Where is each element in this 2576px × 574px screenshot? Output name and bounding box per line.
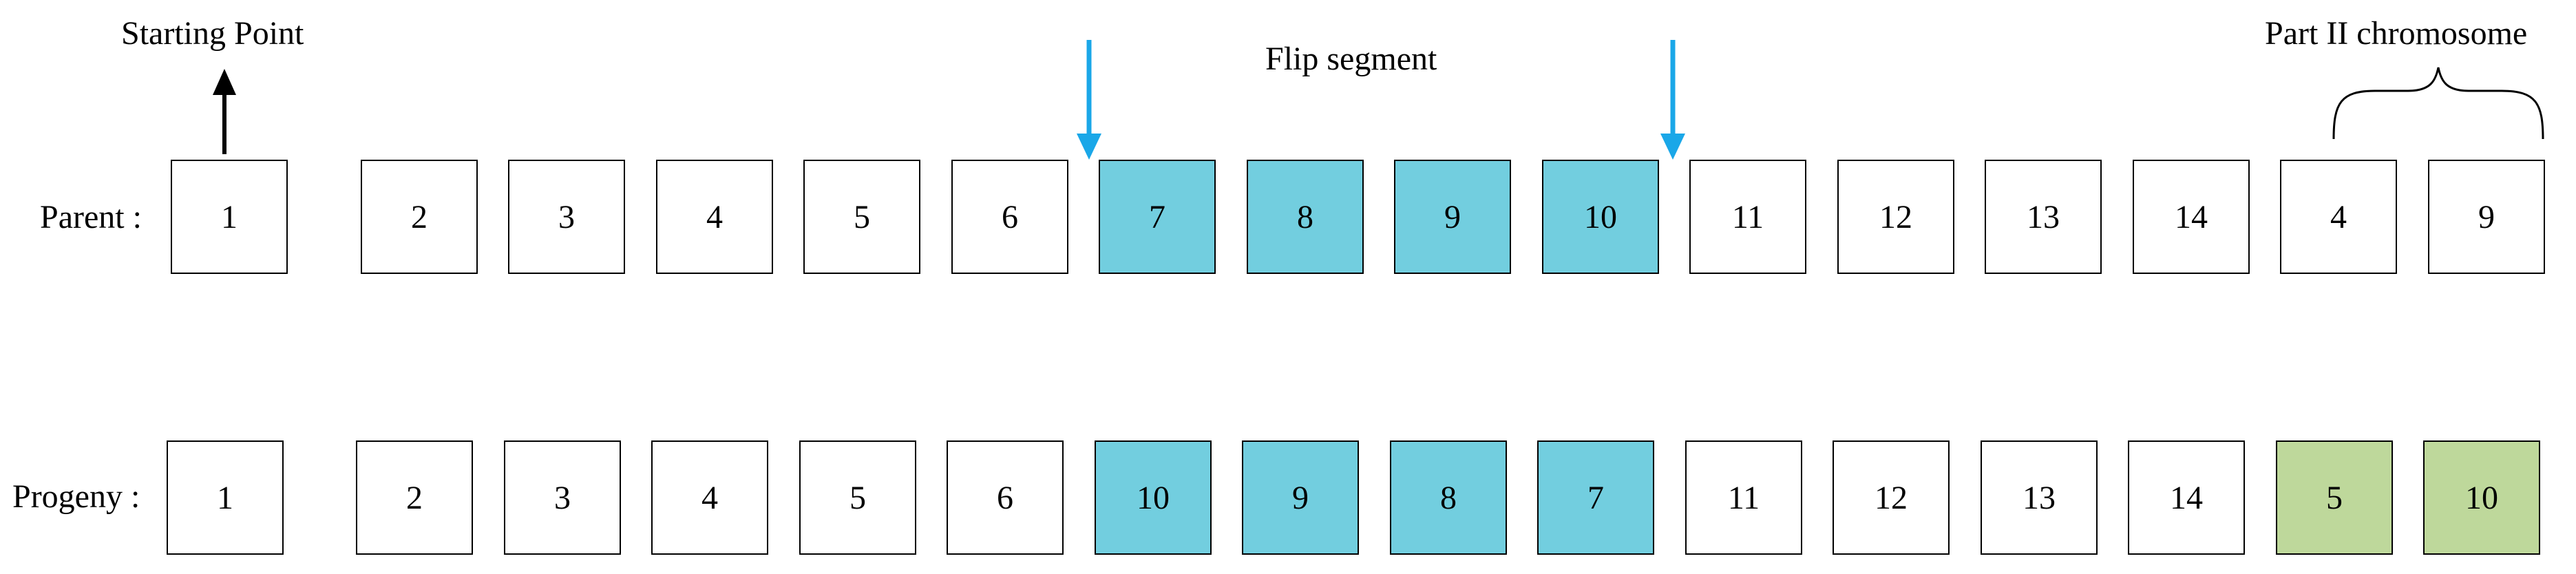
flip-segment-label: Flip segment [1265, 41, 1437, 77]
progeny-cell-6: 6 [947, 440, 1064, 555]
progeny-cell-5: 5 [799, 440, 916, 555]
parent-cell-3: 3 [508, 160, 625, 274]
starting-point-label: Starting Point [121, 15, 304, 52]
parent-cell-6: 6 [951, 160, 1068, 274]
progeny-cell-14: 14 [2128, 440, 2245, 555]
parent-cell-2: 2 [361, 160, 478, 274]
progeny-cell-1: 1 [167, 440, 284, 555]
parent-cell-5: 5 [803, 160, 920, 274]
progeny-flip-cell-3: 8 [1390, 440, 1507, 555]
parent-cell-12: 12 [1837, 160, 1954, 274]
parent-part2-cell-2: 9 [2428, 160, 2545, 274]
starting-point-arrow-icon [213, 69, 236, 154]
progeny-part2-cell-1: 5 [2276, 440, 2393, 555]
flip-end-arrow-icon [1660, 40, 1685, 160]
parent-cell-1: 1 [171, 160, 288, 274]
parent-row-label: Parent : [40, 199, 142, 235]
progeny-part2-cell-2: 10 [2423, 440, 2540, 555]
progeny-flip-cell-4: 7 [1537, 440, 1654, 555]
parent-cell-13: 13 [1985, 160, 2102, 274]
parent-flip-cell-10: 10 [1542, 160, 1659, 274]
parent-cell-11: 11 [1689, 160, 1806, 274]
flip-start-arrow-icon [1077, 40, 1101, 160]
parent-flip-cell-7: 7 [1099, 160, 1216, 274]
parent-part2-cell-1: 4 [2280, 160, 2397, 274]
progeny-cell-2: 2 [356, 440, 473, 555]
progeny-flip-cell-1: 10 [1095, 440, 1212, 555]
progeny-cell-13: 13 [1981, 440, 2098, 555]
progeny-cell-11: 11 [1685, 440, 1802, 555]
progeny-row-label: Progeny : [12, 478, 140, 515]
progeny-flip-cell-2: 9 [1242, 440, 1359, 555]
progeny-cell-4: 4 [651, 440, 768, 555]
part2-chromosome-label: Part II chromosome [2265, 15, 2528, 52]
progeny-cell-3: 3 [504, 440, 621, 555]
part2-brace-icon [2332, 67, 2544, 140]
parent-flip-cell-8: 8 [1247, 160, 1364, 274]
progeny-cell-12: 12 [1833, 440, 1950, 555]
parent-cell-14: 14 [2133, 160, 2250, 274]
parent-cell-4: 4 [656, 160, 773, 274]
parent-flip-cell-9: 9 [1394, 160, 1511, 274]
